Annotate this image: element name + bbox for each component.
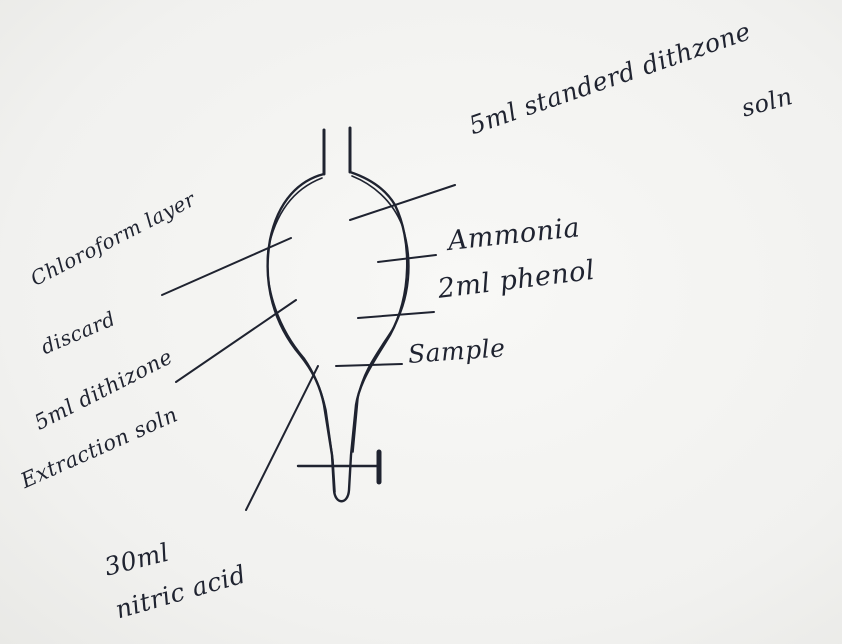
leader-standard-dithizone xyxy=(350,185,455,220)
leader-phenol xyxy=(358,312,434,318)
leader-nitric-acid xyxy=(246,366,318,510)
leader-sample xyxy=(336,364,402,366)
leader-dithizone-extraction xyxy=(176,300,296,382)
leader-chloroform xyxy=(162,238,291,295)
